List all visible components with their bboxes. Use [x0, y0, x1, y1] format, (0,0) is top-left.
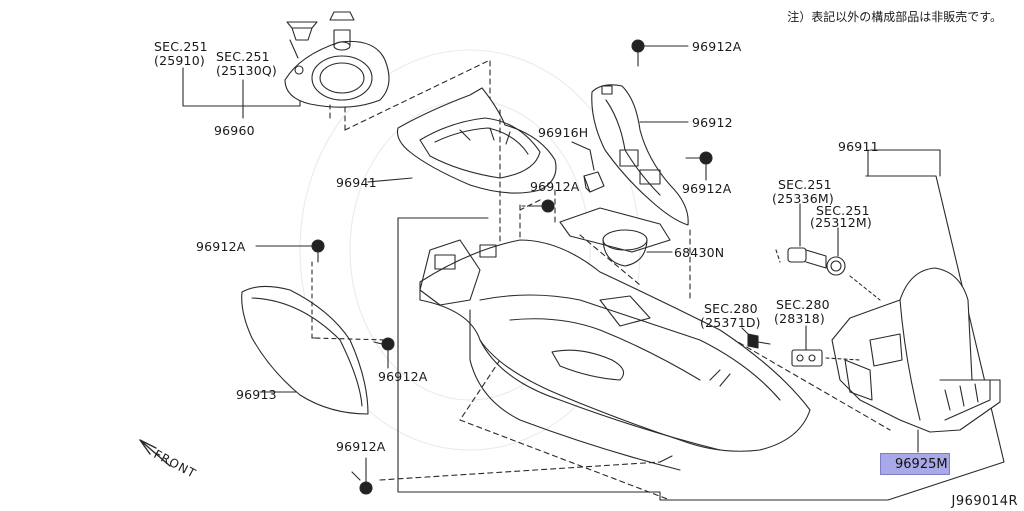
- label-96912a-bottom: 96912A: [336, 439, 386, 454]
- part-96913: [241, 285, 369, 415]
- label-96912: 96912: [692, 115, 733, 130]
- dash-96960-96941: [329, 59, 491, 131]
- label-sec251-25910-a: SEC.251: [154, 39, 208, 54]
- label-96912a-mid-right: 96912A: [682, 181, 732, 196]
- label-sec280-25371d-b: (25371D): [700, 315, 761, 330]
- part-96941: [396, 87, 557, 194]
- socket-25312m: [826, 256, 846, 276]
- label-sec251-25336m-b: (25336M): [772, 191, 834, 206]
- part-68430n: [559, 207, 673, 267]
- label-sec251-25312m-a: SEC.251: [816, 203, 870, 218]
- label-68430n: 68430N: [674, 245, 725, 260]
- screw-96912a-top: [631, 39, 689, 67]
- label-sec251-25312m-b: (25312M): [810, 215, 872, 230]
- label-sec251-25910-b: (25910): [154, 53, 205, 68]
- label-96960: 96960: [214, 123, 255, 138]
- label-sec251-25336m-a: SEC.251: [778, 177, 832, 192]
- highlight-96925m[interactable]: 96925M: [880, 453, 950, 475]
- box-96911: [397, 175, 1005, 501]
- front-arrow: [139, 439, 171, 467]
- label-96912a-left: 96912A: [196, 239, 246, 254]
- label-96941: 96941: [336, 175, 377, 190]
- part-96925m: [831, 267, 1001, 453]
- screw-96912a-lower-left: [373, 337, 395, 369]
- socket-25336m: [787, 247, 827, 269]
- screw-96912a-mid-center: [521, 199, 555, 213]
- part-96912: [591, 84, 689, 226]
- label-sec280-28318-b: (28318): [774, 311, 825, 326]
- label-sec251-25130q-a: SEC.251: [216, 49, 270, 64]
- screw-96912a-mid-right: [685, 151, 713, 181]
- label-96916h: 96916H: [538, 125, 589, 140]
- part-96916h: [571, 141, 605, 193]
- part-28318: [791, 325, 823, 367]
- screw-96912a-bottom: [351, 457, 373, 495]
- parts-note: 注）表記以外の構成部品は非販売です。: [787, 10, 1002, 24]
- label-96925m: 96925M: [895, 457, 948, 472]
- label-sec280-28318-a: SEC.280: [776, 297, 830, 312]
- label-96912a-mid-center: 96912A: [530, 179, 580, 194]
- part-96911: [419, 239, 811, 471]
- label-sec251-25130q-b: (25130Q): [216, 63, 277, 78]
- label-96911: 96911: [838, 139, 879, 154]
- screw-96912a-left: [255, 239, 325, 263]
- label-96913: 96913: [236, 387, 277, 402]
- label-sec280-25371d-a: SEC.280: [704, 301, 758, 316]
- label-96912a-top: 96912A: [692, 39, 742, 54]
- diagram-code: J969014R: [951, 494, 1018, 509]
- part-25371d: [741, 327, 771, 349]
- label-96912a-lower-left: 96912A: [378, 369, 428, 384]
- part-96960: [284, 11, 390, 108]
- leader-96941: [367, 177, 413, 183]
